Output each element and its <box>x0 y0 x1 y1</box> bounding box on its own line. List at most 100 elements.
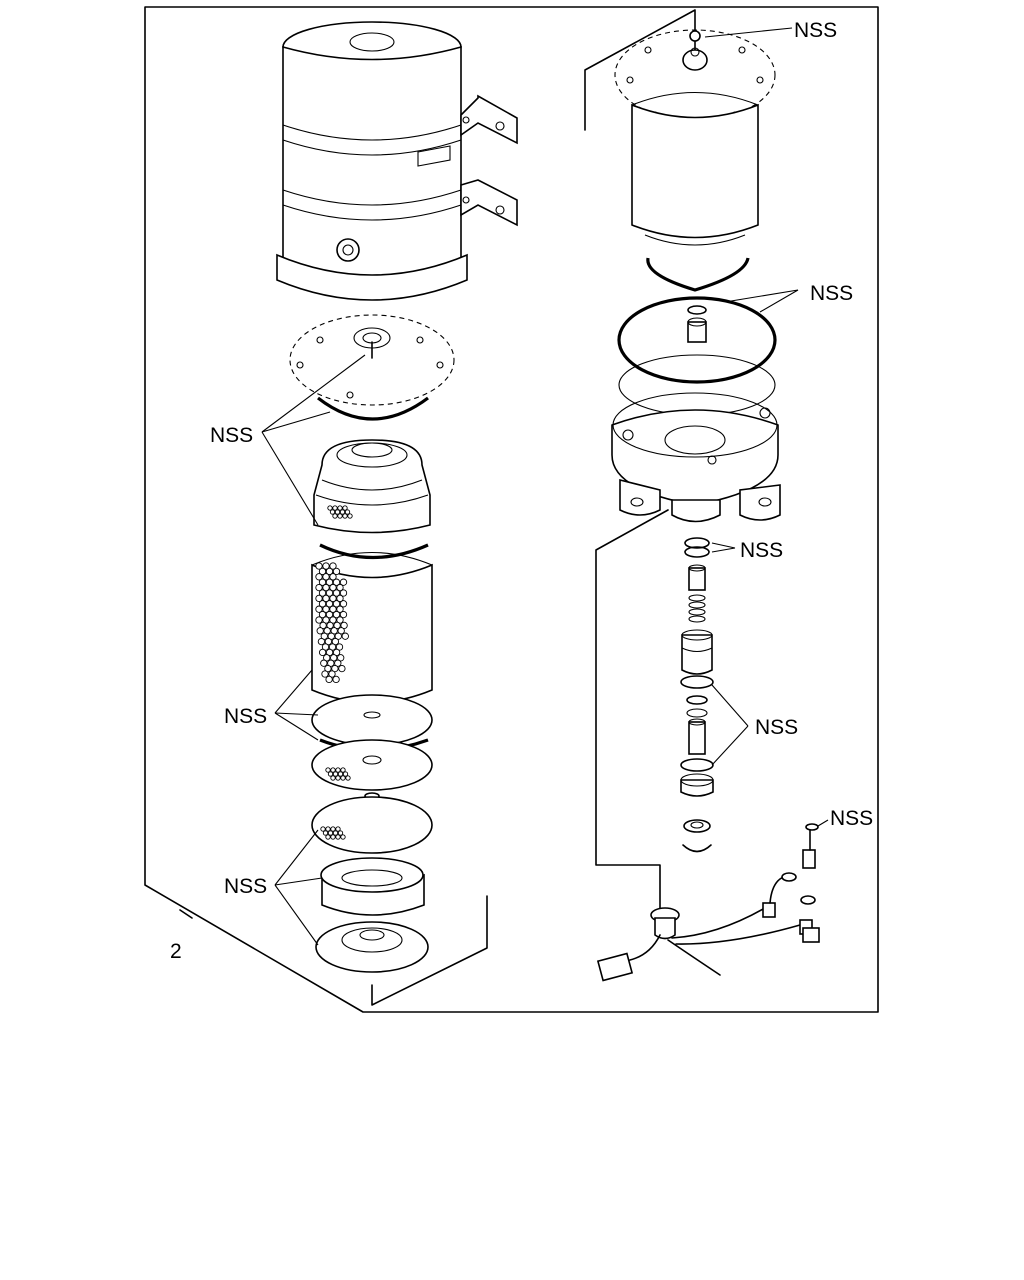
bead <box>325 834 331 840</box>
right-large-seal-ring <box>617 296 777 384</box>
bead <box>335 834 341 840</box>
bottom-seal <box>320 857 425 916</box>
bead <box>338 664 346 673</box>
bead <box>315 562 323 570</box>
valve-stack <box>680 537 714 853</box>
bead <box>345 775 351 781</box>
callout-leaders <box>261 27 829 946</box>
bead <box>330 826 336 832</box>
bead <box>342 505 348 511</box>
bead <box>325 826 331 832</box>
bead <box>318 600 327 608</box>
bead <box>332 578 341 586</box>
item-number-label: 2 <box>170 940 182 963</box>
bead <box>325 589 334 597</box>
bead <box>339 600 348 608</box>
lower-disk-middle <box>311 739 433 791</box>
bead <box>339 578 348 586</box>
bead <box>332 830 339 836</box>
bead <box>339 589 348 597</box>
bead <box>339 610 348 619</box>
bead <box>341 632 349 640</box>
bead <box>332 610 341 619</box>
bead <box>325 567 334 576</box>
bead <box>335 775 341 781</box>
bead <box>322 605 330 613</box>
bead <box>340 775 346 781</box>
bead <box>322 594 330 603</box>
bead <box>337 505 343 511</box>
bead <box>318 589 327 597</box>
nss-label-valve-right: NSS <box>755 716 798 739</box>
right-small-seal <box>646 257 750 292</box>
bead <box>347 513 353 519</box>
bead <box>329 573 337 581</box>
right-nut <box>687 305 707 343</box>
bead <box>320 826 326 832</box>
bead <box>321 670 329 678</box>
bead <box>342 771 349 777</box>
bead <box>332 513 338 519</box>
bead <box>342 513 348 519</box>
nss-label-disks-left-mid: NSS <box>224 705 267 728</box>
bead <box>327 830 334 836</box>
bead <box>322 583 330 592</box>
bead <box>318 610 327 619</box>
bead <box>332 771 339 777</box>
bead <box>330 767 336 773</box>
wire-harness <box>596 823 820 982</box>
bead <box>316 627 324 635</box>
right-gasket <box>618 354 776 416</box>
bead <box>329 509 336 515</box>
bead <box>330 834 336 840</box>
bead <box>325 578 334 586</box>
bead <box>322 573 330 581</box>
bead <box>327 505 333 511</box>
bead <box>315 616 323 624</box>
bead <box>317 637 326 646</box>
right-head <box>611 392 781 523</box>
bead <box>332 675 340 684</box>
disk-bead-clusters <box>320 505 353 840</box>
ion-exchange-beads <box>315 562 349 684</box>
flange-seal-ring <box>317 396 429 421</box>
bead <box>330 775 336 781</box>
bead <box>336 605 344 613</box>
nss-label-washer-right-low: NSS <box>830 807 873 830</box>
bead <box>315 573 323 581</box>
lower-disk-bottom <box>311 796 433 854</box>
bead <box>344 509 351 515</box>
bead <box>315 605 323 613</box>
bead <box>337 513 343 519</box>
bead <box>332 589 341 597</box>
bead <box>329 605 337 613</box>
right-cylinder <box>631 30 759 246</box>
element-seal-ring <box>319 543 429 559</box>
bead <box>329 594 337 603</box>
bead <box>322 830 329 836</box>
filter-housing <box>276 21 518 301</box>
bead <box>329 562 337 570</box>
nss-label-top-right: NSS <box>794 19 837 42</box>
bead <box>335 767 341 773</box>
bead <box>320 659 328 667</box>
nss-label-rings-right: NSS <box>810 282 853 305</box>
bead <box>325 767 331 773</box>
bead <box>332 600 341 608</box>
bead <box>336 594 344 603</box>
bead <box>335 826 341 832</box>
bead <box>340 834 346 840</box>
bead <box>318 567 327 576</box>
bead <box>318 578 327 586</box>
lower-right-bracket-line <box>595 509 669 916</box>
bead <box>339 509 346 515</box>
bead <box>322 562 330 570</box>
bead <box>325 675 333 684</box>
assembly-bracket <box>144 6 879 1013</box>
bead <box>325 610 334 619</box>
nss-label-seals-left-low: NSS <box>224 875 267 898</box>
bead <box>332 567 341 576</box>
bead <box>337 771 344 777</box>
bead <box>332 505 338 511</box>
